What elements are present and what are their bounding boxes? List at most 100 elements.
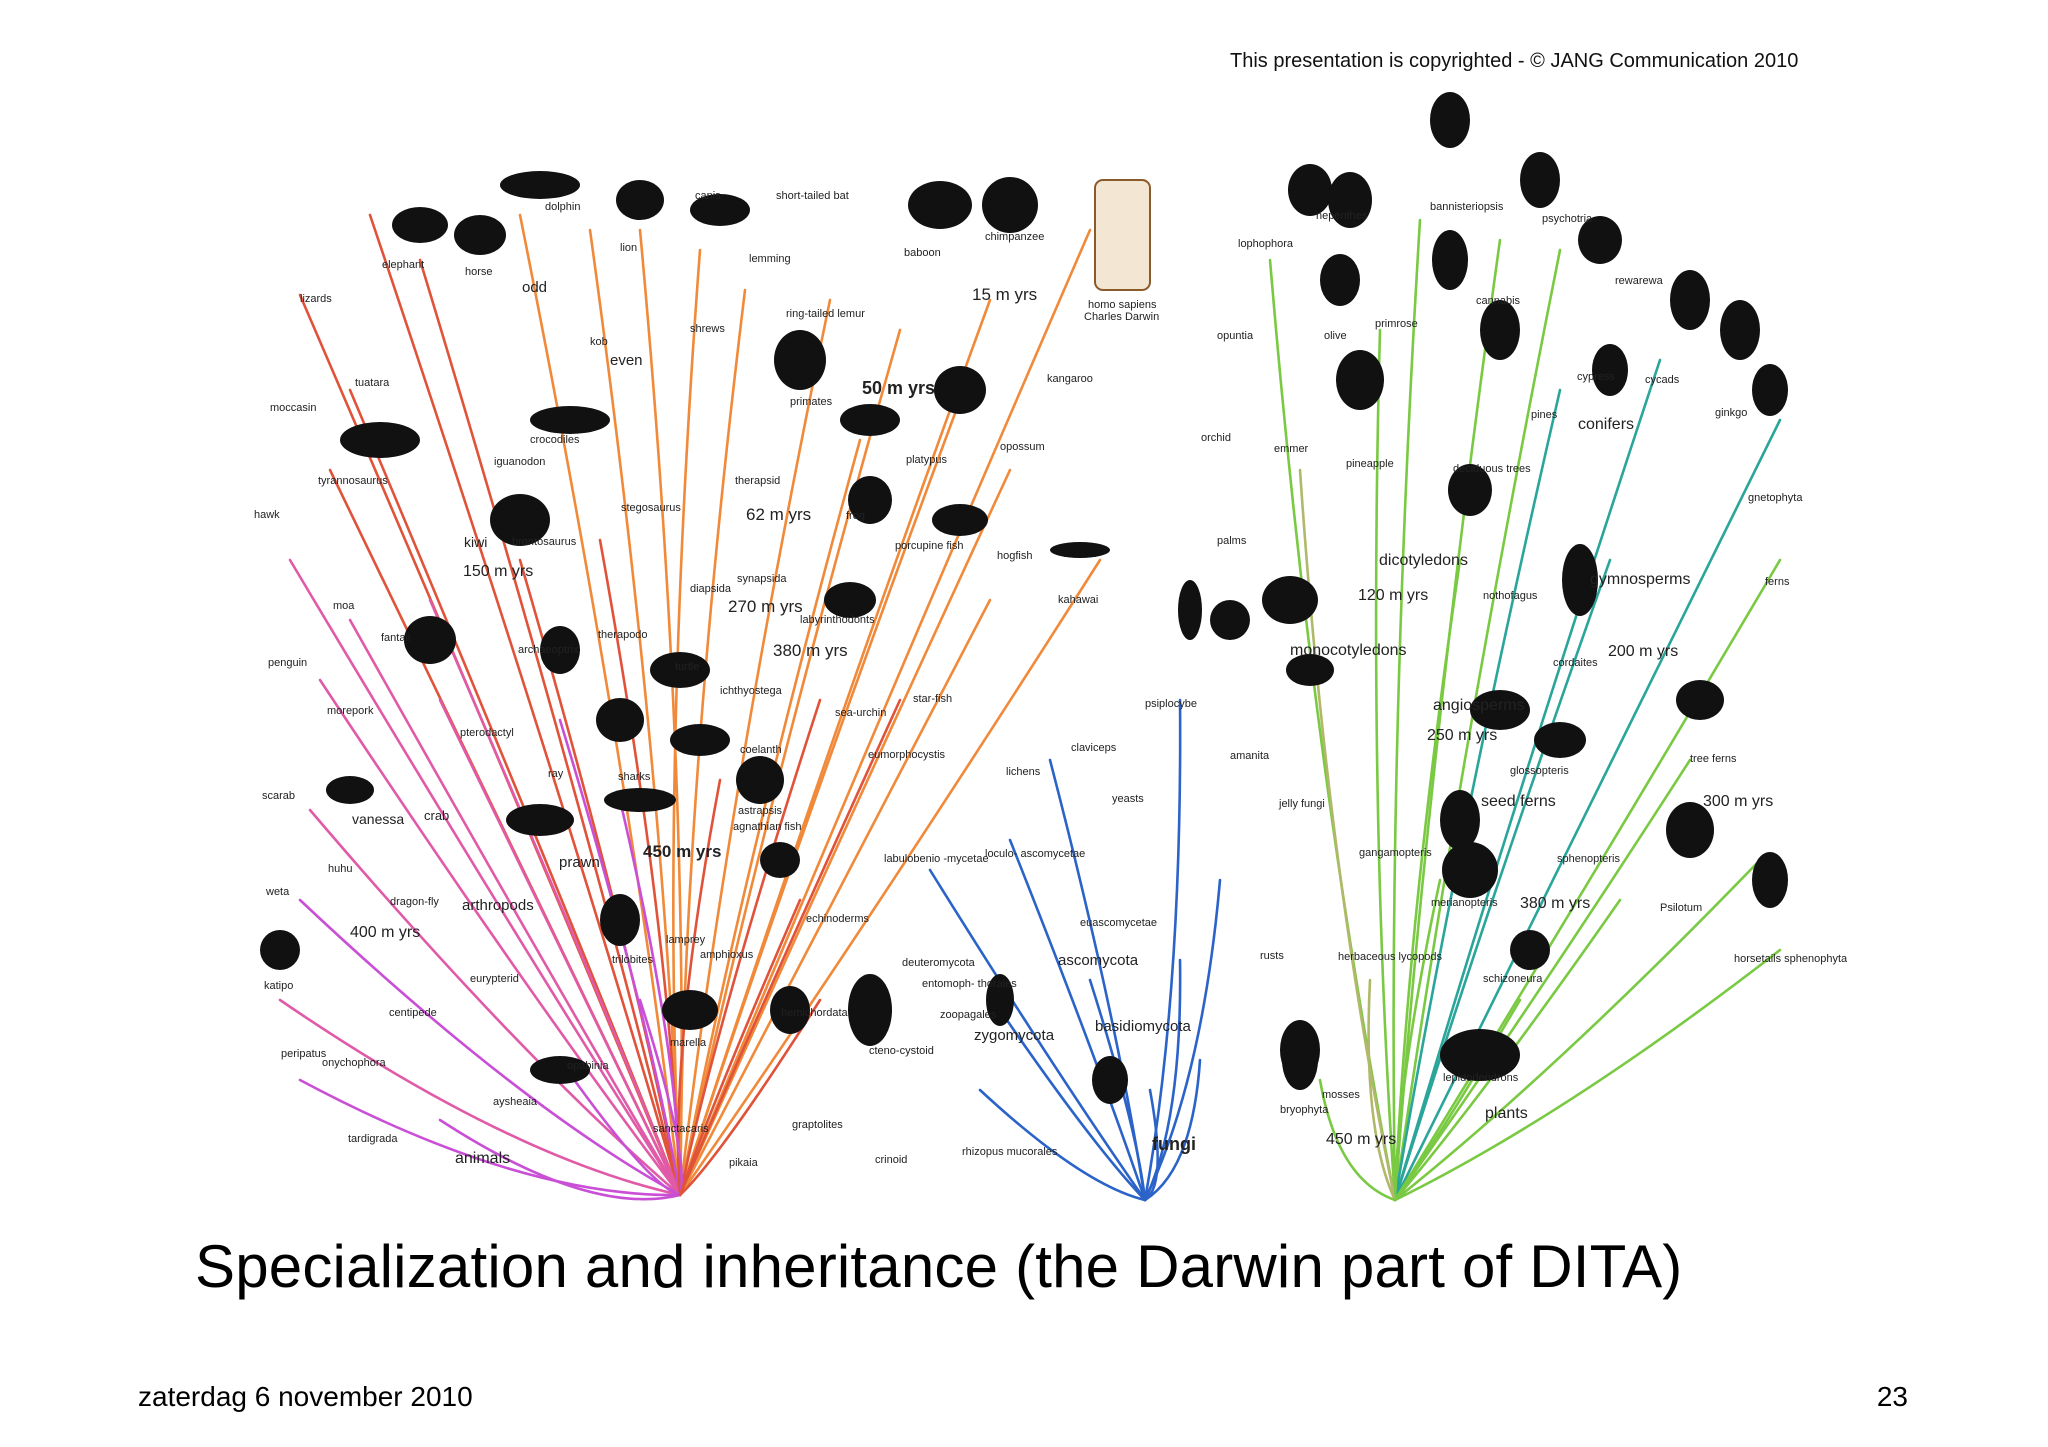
organism-label: Psilotum — [1660, 902, 1702, 914]
organism-label: huhu — [328, 863, 352, 875]
branch-line — [1008, 838, 1147, 1202]
clade-label: odd — [522, 279, 547, 296]
organism-silhouette — [454, 215, 506, 255]
organism-label: gangamopteris — [1359, 847, 1432, 859]
organism-label: dragon-fly — [390, 896, 439, 908]
organism-label: horse — [465, 266, 493, 278]
organism-label: dolphin — [545, 201, 580, 213]
organism-label: horsetails sphenophyta — [1734, 953, 1848, 965]
branch-line — [672, 248, 702, 1197]
branch-line — [1318, 1078, 1397, 1202]
organism-label: loculo- ascomycetae — [985, 848, 1085, 860]
page-number: 23 — [1876, 1381, 1908, 1412]
darwin-portrait — [1094, 179, 1151, 291]
organism-label: amphioxus — [700, 949, 754, 961]
organism-silhouette — [500, 171, 580, 199]
organism-label: psiplocybe — [1145, 698, 1197, 710]
branch-line — [678, 438, 862, 1197]
organism-label: lizards — [300, 293, 332, 305]
branch-line — [438, 1118, 682, 1201]
organism-label: labulobenio -mycetae — [884, 853, 989, 865]
organism-silhouette — [848, 476, 892, 524]
organism-silhouette — [650, 652, 710, 688]
organism-silhouette — [340, 422, 420, 458]
branch-line — [678, 228, 1092, 1197]
organism-silhouette — [1320, 254, 1360, 306]
branch-line — [678, 468, 1012, 1197]
organism-silhouette — [326, 776, 374, 804]
copyright-notice: This presentation is copyrighted - © JAN… — [1230, 50, 1799, 72]
organism-label: mosses — [1322, 1089, 1360, 1101]
clade-label: gymnosperms — [1590, 571, 1690, 588]
organism-silhouette — [1282, 1030, 1318, 1090]
time-label: 200 m yrs — [1608, 643, 1678, 660]
organism-label: orchid — [1201, 432, 1231, 444]
organism-label: brontosaurus — [512, 536, 577, 548]
organism-silhouette — [1534, 722, 1586, 758]
organism-label: eumorphocystis — [868, 749, 946, 761]
branch-line — [428, 598, 682, 1197]
branch-line — [638, 998, 683, 1197]
organism-label: ring-tailed lemur — [786, 308, 865, 320]
organism-label: lichens — [1006, 766, 1041, 778]
organism-label: tardigrada — [348, 1133, 398, 1145]
organism-silhouette — [1470, 690, 1530, 730]
organism-label: zoopagales — [940, 1009, 997, 1021]
organism-silhouette — [1440, 1029, 1520, 1081]
organism-silhouette — [670, 724, 730, 756]
organism-label: hawk — [254, 509, 280, 521]
organism-label: hogfish — [997, 550, 1032, 562]
branch-line — [1393, 358, 1662, 1202]
organism-label: tree ferns — [1690, 753, 1737, 765]
organism-label: sphenopteris — [1557, 853, 1620, 865]
branch-line — [298, 898, 682, 1197]
branch-line — [278, 998, 682, 1197]
organism-label: scarab — [262, 790, 295, 802]
organism-label: nothofagus — [1483, 590, 1538, 602]
organism-silhouette — [1430, 92, 1470, 148]
branch-line — [678, 328, 902, 1197]
organism-label: rusts — [1260, 950, 1284, 962]
clade-label: arthropods — [462, 897, 534, 914]
organism-silhouette — [824, 582, 876, 618]
branch-line — [308, 808, 682, 1197]
organism-label: echinoderms — [806, 913, 869, 925]
clade-label: vanessa — [352, 811, 404, 827]
organism-label: eurypterid — [470, 973, 519, 985]
time-label: 450 m yrs — [643, 842, 721, 861]
organism-silhouette — [1288, 164, 1332, 216]
branch-line — [418, 258, 682, 1197]
organism-label: cannabis — [1476, 295, 1521, 307]
organism-silhouette — [736, 756, 784, 804]
organism-silhouette — [530, 406, 610, 434]
organism-label: graptolites — [792, 1119, 843, 1131]
organism-label: iguanodon — [494, 456, 545, 468]
organism-label: lemming — [749, 253, 791, 265]
clade-label: monocotyledons — [1290, 642, 1407, 659]
organism-label: short-tailed bat — [776, 190, 849, 202]
organism-silhouette — [1178, 580, 1202, 640]
organism-label: turtle — [675, 661, 699, 673]
organism-label: weta — [265, 886, 290, 898]
organism-silhouette — [1562, 544, 1598, 616]
branch-line — [348, 618, 682, 1197]
organism-silhouette — [600, 894, 640, 946]
branch-line — [928, 868, 1147, 1202]
clade-label: dicotyledons — [1379, 552, 1468, 569]
organism-label: opabinia — [567, 1060, 609, 1072]
organism-label: pines — [1531, 409, 1558, 421]
organism-label: primrose — [1375, 318, 1418, 330]
clade-label: prawn — [559, 854, 600, 871]
organism-label: kob — [590, 336, 608, 348]
group-label-animals: animals — [455, 1150, 510, 1167]
branch-line — [558, 1058, 682, 1197]
organism-label: lepidodendrons — [1443, 1072, 1519, 1084]
time-label: 250 m yrs — [1427, 727, 1497, 744]
organism-label: crinoid — [875, 1154, 907, 1166]
group-label-plants: plants — [1485, 1105, 1528, 1122]
organism-silhouette — [490, 494, 550, 546]
organism-label: sea-urchin — [835, 707, 886, 719]
branch-line — [368, 213, 682, 1197]
organism-silhouette — [1092, 1056, 1128, 1104]
